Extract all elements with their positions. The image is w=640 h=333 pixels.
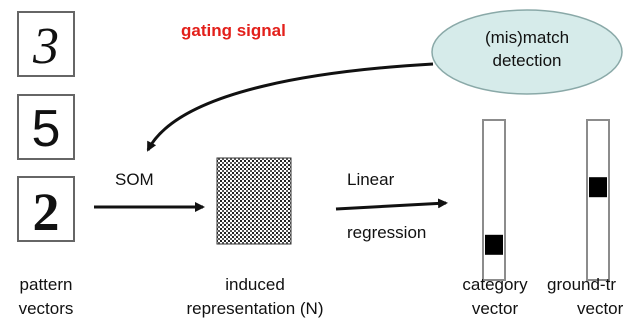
digit-box-5: 5 xyxy=(17,94,75,160)
gating-arrow xyxy=(146,62,434,152)
mismatch-ellipse xyxy=(431,9,623,95)
category-label-1: category xyxy=(462,275,528,294)
groundtruth-label-2: vector xyxy=(577,299,624,318)
groundtruth-label-1: ground-tr xyxy=(547,275,616,294)
digit-glyph-3: 3 xyxy=(32,18,59,75)
category-active-unit xyxy=(485,234,503,255)
groundtruth-vector xyxy=(586,119,610,281)
som-label: SOM xyxy=(115,170,154,189)
linear-label: Linear xyxy=(347,170,395,189)
groundtruth-active-unit xyxy=(589,177,607,198)
mismatch-label-1: (mis)match xyxy=(484,28,570,47)
pattern-label-1: pattern xyxy=(19,275,73,294)
pattern-label-2: vectors xyxy=(18,299,74,318)
mismatch-label-2: detection xyxy=(492,51,562,70)
regression-label: regression xyxy=(347,223,427,242)
category-vector xyxy=(482,119,506,281)
category-label-2: vector xyxy=(471,299,519,318)
induced-label-1: induced xyxy=(225,275,285,294)
induced-grid xyxy=(216,157,292,245)
digit-box-2: 2 xyxy=(17,176,75,242)
digit-box-3: 3 xyxy=(17,11,75,77)
regression-arrow xyxy=(335,198,448,211)
gating-signal-label: gating signal xyxy=(181,21,286,40)
digit-glyph-2: 2 xyxy=(33,182,60,242)
digit-glyph-5: 5 xyxy=(32,100,61,158)
induced-label-2: representation (N) xyxy=(186,299,324,318)
